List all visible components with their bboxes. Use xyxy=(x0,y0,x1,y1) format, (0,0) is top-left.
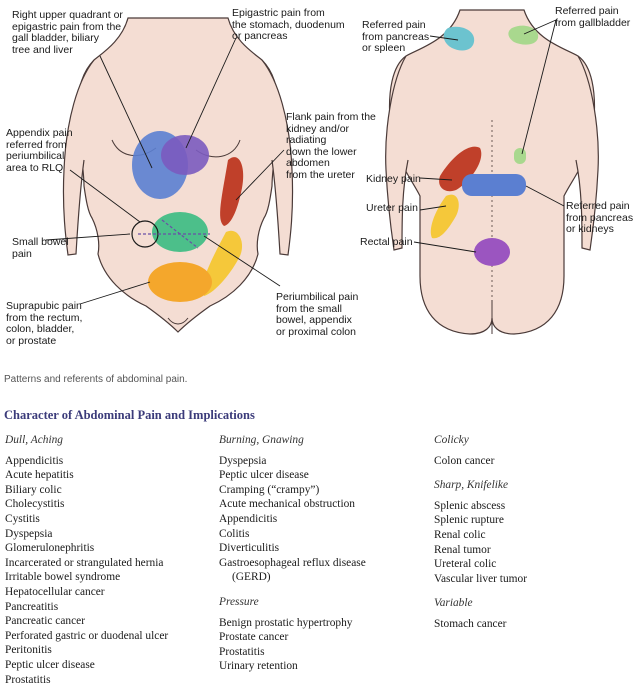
list-item: Prostatitis xyxy=(219,645,265,658)
label-appendix: Appendix pain referred from periumbilica… xyxy=(6,127,73,174)
label-small-bowel: Small bowel pain xyxy=(12,236,69,260)
list-item: Irritable bowel syndrome xyxy=(5,571,121,584)
column-burning-pressure: Burning, Gnawing Dyspepsia Peptic ulcer … xyxy=(219,433,366,674)
back-arm-right xyxy=(575,55,599,251)
ureter-back-region xyxy=(430,194,459,239)
list-item: Peptic ulcer disease xyxy=(5,658,95,671)
label-referred-pancreas-spleen: Referred pain from pancreas or spleen xyxy=(362,19,430,54)
list-item: Glomerulonephritis xyxy=(5,542,95,555)
label-suprapubic: Suprapubic pain from the rectum, colon, … xyxy=(6,300,83,347)
list-item: Renal colic xyxy=(434,528,486,541)
back-arm-left xyxy=(385,55,409,251)
ureter-region xyxy=(202,230,243,296)
pancreas-spleen-region xyxy=(443,26,475,51)
label-referred-gallbladder: Referred pain from gallbladder xyxy=(555,5,631,29)
list-item: Cholecystitis xyxy=(5,498,65,511)
gallbladder-region xyxy=(508,25,539,45)
list-item: Splenic abscess xyxy=(434,499,506,512)
heading-variable: Variable xyxy=(434,597,473,610)
pubic-line xyxy=(167,317,189,325)
label-ruq: Right upper quadrant or epigastric pain … xyxy=(12,9,123,56)
list-item: Cystitis xyxy=(5,512,40,525)
heading-dull-aching: Dull, Aching xyxy=(5,434,64,446)
rectal-region xyxy=(474,238,510,266)
column-colicky-sharp-variable: Colicky Colon cancer Sharp, Knifelike Sp… xyxy=(434,433,527,632)
gallbladder-referred-region xyxy=(514,148,526,164)
list-item: Pancreatic cancer xyxy=(5,615,85,628)
list-item: (GERD) xyxy=(232,571,271,584)
list-item: Hepatocellular cancer xyxy=(5,585,105,598)
list-item: Appendicitis xyxy=(219,512,278,525)
list-item: Colitis xyxy=(219,527,250,540)
epigastric-region xyxy=(161,135,209,175)
list-item: Vascular liver tumor xyxy=(434,572,527,585)
list-item: Peritonitis xyxy=(5,644,52,657)
list-item: Incarcerated or strangulated hernia xyxy=(5,556,164,569)
list-item: Prostate cancer xyxy=(219,631,289,644)
list-item: Benign prostatic hypertrophy xyxy=(219,616,353,629)
list-item: Acute mechanical obstruction xyxy=(219,498,356,511)
periumbilical-region xyxy=(152,212,208,252)
list-item: Diverticulitis xyxy=(219,542,280,555)
heading-sharp-knifelike: Sharp, Knifelike xyxy=(434,479,509,492)
flank-region xyxy=(220,157,244,226)
list-dull-aching: Appendicitis Acute hepatitis Biliary col… xyxy=(5,454,168,688)
figure-caption: Patterns and referents of abdominal pain… xyxy=(4,374,188,385)
label-rectal: Rectal pain xyxy=(360,236,413,248)
pancreas-kidneys-region xyxy=(462,174,526,196)
list-item: Colon cancer xyxy=(434,454,495,467)
heading-colicky: Colicky xyxy=(434,434,469,446)
list-item: Dyspepsia xyxy=(219,454,267,467)
list-sharp-knifelike: Splenic abscess Splenic rupture Renal co… xyxy=(434,499,527,587)
list-item: Stomach cancer xyxy=(434,617,507,630)
list-item: Biliary colic xyxy=(5,483,62,496)
list-burning-gnawing: Dyspepsia Peptic ulcer disease Cramping … xyxy=(219,454,366,585)
list-variable: Stomach cancer xyxy=(434,617,527,632)
label-flank: Flank pain from the kidney and/or radiat… xyxy=(286,111,376,181)
column-dull-aching: Dull, Aching Appendicitis Acute hepatiti… xyxy=(5,433,168,687)
suprapubic-region xyxy=(148,262,212,302)
list-pressure: Benign prostatic hypertrophy Prostate ca… xyxy=(219,616,366,674)
list-item: Acute hepatitis xyxy=(5,469,74,482)
front-left-arm xyxy=(62,59,95,256)
table-title: Character of Abdominal Pain and Implicat… xyxy=(4,408,255,422)
list-item: Perforated gastric or duodenal ulcer xyxy=(5,629,169,642)
label-epigastric: Epigastric pain from the stomach, duoden… xyxy=(232,7,345,42)
small-bowel-arrow-2 xyxy=(161,219,199,249)
list-item: Ureteral colic xyxy=(434,558,497,571)
list-item: Dyspepsia xyxy=(5,527,53,540)
label-referred-pancreas-kidneys: Referred pain from pancreas or kidneys xyxy=(566,200,634,235)
list-item: Appendicitis xyxy=(5,454,64,467)
list-item: Pancreatitis xyxy=(5,600,59,613)
list-item: Gastroesophageal reflux disease xyxy=(219,556,366,569)
list-colicky: Colon cancer xyxy=(434,454,527,469)
label-kidney: Kidney pain xyxy=(366,173,421,185)
list-item: Cramping (“crampy”) xyxy=(219,483,320,496)
list-item: Prostatitis xyxy=(5,673,51,686)
list-item: Splenic rupture xyxy=(434,514,504,527)
list-item: Renal tumor xyxy=(434,543,491,556)
body-illustration xyxy=(45,9,599,335)
abdominal-pain-figure: Right upper quadrant or epigastric pain … xyxy=(6,5,634,347)
list-item: Urinary retention xyxy=(219,660,298,673)
leader-lines xyxy=(45,19,565,305)
label-ureter: Ureter pain xyxy=(366,202,418,214)
list-item: Peptic ulcer disease xyxy=(219,469,309,482)
heading-pressure: Pressure xyxy=(219,595,259,608)
heading-burning-gnawing: Burning, Gnawing xyxy=(219,434,304,446)
label-periumbilical: Periumbilical pain from the small bowel,… xyxy=(276,291,359,338)
